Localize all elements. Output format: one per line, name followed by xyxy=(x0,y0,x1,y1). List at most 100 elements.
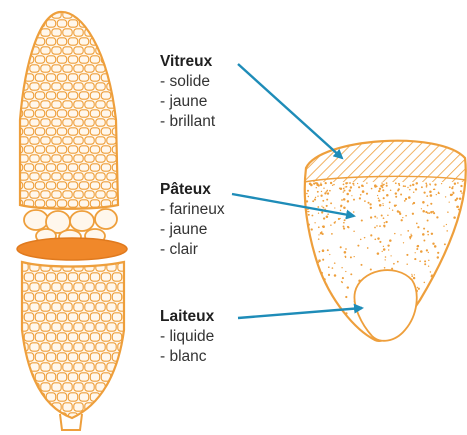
stipple-dot xyxy=(345,296,347,298)
stipple-dot xyxy=(383,246,384,247)
stipple-dot xyxy=(323,217,325,219)
stipple-dot xyxy=(326,215,329,218)
stipple-dot xyxy=(347,200,349,202)
stipple-dot xyxy=(378,190,380,192)
stipple-dot xyxy=(323,187,324,188)
corn-cob-illustration xyxy=(13,11,132,430)
stipple-dot xyxy=(319,289,322,292)
stipple-dot xyxy=(330,202,332,204)
stipple-dot xyxy=(317,191,319,193)
stipple-dot xyxy=(357,245,359,247)
stipple-dot xyxy=(431,321,433,323)
stipple-dot xyxy=(464,264,465,265)
stipple-dot xyxy=(452,332,453,333)
stipple-dot xyxy=(379,204,382,207)
stipple-dot xyxy=(445,196,446,197)
stipple-dot xyxy=(341,281,343,283)
label-vitreux-title: Vitreux xyxy=(160,52,215,72)
cob-kernel-cell xyxy=(112,74,121,81)
stipple-dot xyxy=(405,215,407,217)
cob-kernel-cell xyxy=(13,413,22,421)
stipple-dot xyxy=(361,264,363,266)
stipple-dot xyxy=(464,326,466,328)
cob-kernel-cell xyxy=(13,56,22,63)
stipple-dot xyxy=(330,224,332,226)
stipple-dot xyxy=(459,226,460,227)
stipple-dot xyxy=(329,322,331,324)
stipple-dot xyxy=(318,213,319,214)
stipple-dot xyxy=(343,184,345,186)
stipple-dot xyxy=(424,192,426,194)
stipple-dot xyxy=(353,184,354,185)
stipple-dot xyxy=(359,336,361,338)
stipple-dot xyxy=(318,234,319,235)
cob-kernel-cell xyxy=(118,47,127,54)
cob-kernel-cell xyxy=(112,38,121,45)
stipple-dot xyxy=(304,336,306,338)
stipple-dot xyxy=(340,320,341,321)
stipple-dot xyxy=(425,319,427,321)
label-pateux-title: Pâteux xyxy=(160,180,225,200)
stipple-dot xyxy=(386,182,388,184)
stipple-dot xyxy=(391,268,393,270)
stipple-dot xyxy=(447,329,449,331)
stipple-dot xyxy=(418,288,420,290)
stipple-dot xyxy=(345,271,346,272)
stipple-dot xyxy=(422,233,425,236)
stipple-dot xyxy=(406,264,407,265)
stipple-dot xyxy=(307,211,308,212)
stipple-dot xyxy=(322,233,324,235)
stipple-dot xyxy=(452,192,454,194)
cob-kernel-cell xyxy=(107,403,116,411)
stipple-dot xyxy=(343,327,344,328)
stipple-dot xyxy=(404,200,406,202)
stipple-dot xyxy=(325,316,327,318)
stipple-dot xyxy=(447,211,449,213)
stipple-dot xyxy=(434,287,436,289)
cob-kernel-cell xyxy=(19,403,28,411)
stipple-dot xyxy=(351,195,352,196)
stipple-dot xyxy=(387,244,389,246)
stipple-dot xyxy=(374,216,376,218)
stipple-dot xyxy=(429,335,431,337)
stipple-dot xyxy=(324,192,326,194)
stipple-dot xyxy=(311,326,314,329)
stipple-dot xyxy=(374,238,376,240)
stipple-dot xyxy=(361,219,363,221)
stipple-dot xyxy=(414,258,416,260)
stipple-dot xyxy=(320,182,321,183)
cob-kernel-cell xyxy=(96,29,105,36)
stipple-dot xyxy=(379,225,381,227)
stipple-dot xyxy=(421,186,423,188)
cob-kernel-cell xyxy=(118,173,127,180)
stipple-dot xyxy=(332,185,333,186)
cob-kernel-cell xyxy=(46,413,55,421)
cob-kernel-cell xyxy=(107,47,116,54)
cob-kernel-cell xyxy=(118,119,127,126)
stipple-dot xyxy=(306,293,308,295)
stipple-dot xyxy=(349,189,351,191)
stipple-dot xyxy=(390,189,392,191)
stipple-dot xyxy=(400,234,401,235)
stipple-dot xyxy=(460,324,462,326)
stipple-dot xyxy=(429,322,430,323)
stipple-dot xyxy=(411,274,412,275)
cob-kernel-cell xyxy=(123,413,132,421)
stipple-dot xyxy=(429,183,431,185)
stipple-dot xyxy=(438,304,439,305)
stipple-dot xyxy=(428,260,429,261)
stipple-dot xyxy=(343,207,346,210)
stipple-dot xyxy=(456,295,458,297)
stipple-dot xyxy=(453,242,455,244)
stipple-dot xyxy=(318,184,320,186)
stipple-dot xyxy=(460,190,462,192)
stipple-dot xyxy=(431,233,433,235)
stipple-dot xyxy=(389,208,390,209)
stipple-dot xyxy=(382,203,383,204)
stipple-dot xyxy=(304,257,305,258)
stipple-dot xyxy=(428,334,430,336)
stipple-dot xyxy=(418,337,419,338)
stipple-dot xyxy=(424,302,426,304)
stipple-dot xyxy=(460,185,462,187)
